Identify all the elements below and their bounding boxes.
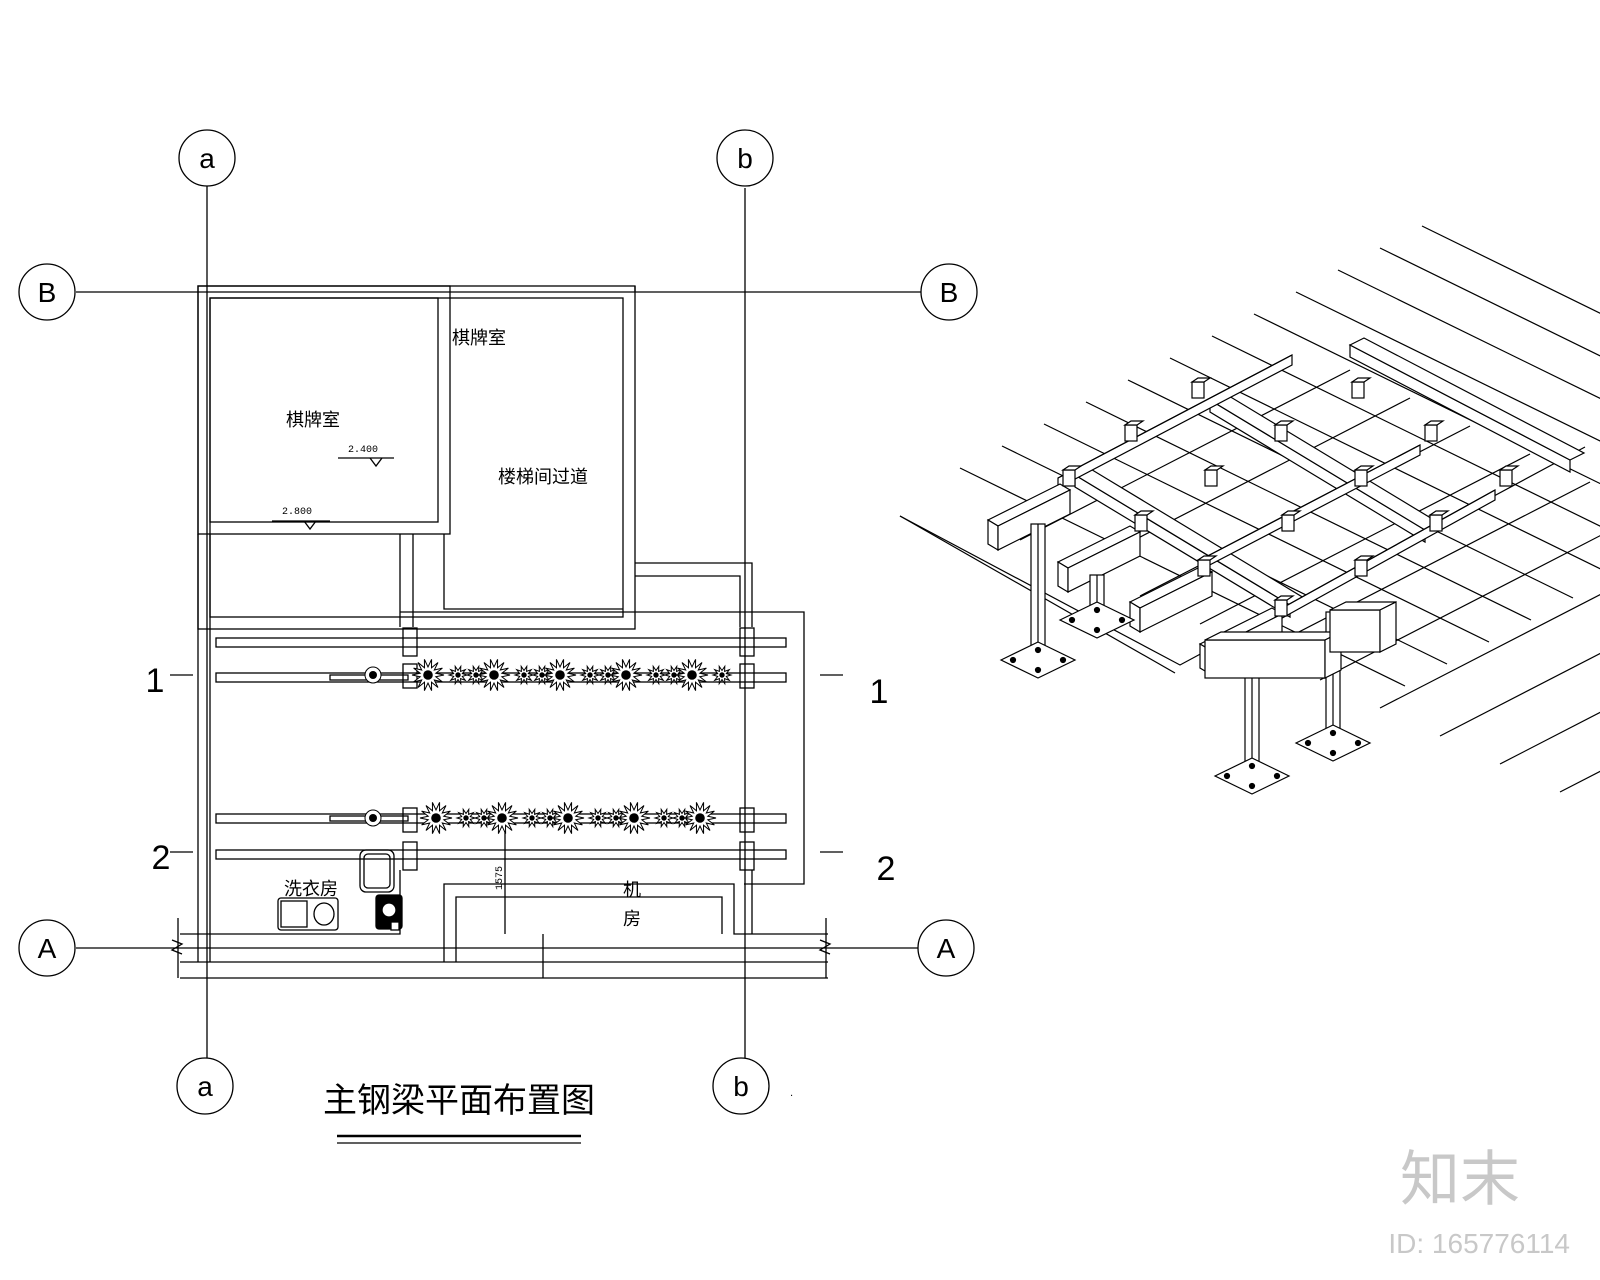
connection-block (1423, 420, 1445, 442)
laundry-fixtures (277, 849, 403, 931)
connection-block (1196, 555, 1218, 577)
cantilever-beam (1056, 525, 1142, 594)
room-label-machine-1: 机 (623, 880, 641, 901)
shrub-symbol (543, 659, 577, 691)
shrub-symbol (513, 664, 535, 686)
connection-block (1061, 465, 1083, 487)
shrub-symbol (675, 659, 709, 691)
shrub-symbol (531, 664, 553, 686)
shrub-symbol (364, 809, 382, 827)
axis-label: a (199, 143, 215, 174)
connection-block (1273, 595, 1295, 617)
room-label-card-room-inner: 棋牌室 (286, 410, 340, 431)
axis-label: B (38, 277, 57, 308)
drawing-title: 主钢梁平面布置图 (323, 1081, 595, 1121)
section-2-left: 2 (152, 839, 171, 877)
watermark-logo: 知末 (1400, 1146, 1520, 1213)
axis-bubble-A-left: A (18, 919, 76, 977)
beam-connection-plates (402, 627, 755, 871)
shrub-symbol (605, 807, 627, 829)
section-1-left: 1 (146, 662, 165, 700)
axis-label: b (733, 1071, 749, 1102)
shrub-symbol (477, 659, 511, 691)
end-beam (1204, 631, 1342, 679)
shrub-symbol (671, 807, 693, 829)
elevation-label: 2.800 (282, 507, 312, 518)
shrub-symbol (411, 659, 445, 691)
shrub-symbol (364, 666, 382, 684)
shrub-symbol (597, 664, 619, 686)
shrub-symbol (587, 807, 609, 829)
cantilever-beam (986, 483, 1072, 552)
shrub-symbol (485, 802, 519, 834)
connection-block (1190, 377, 1212, 399)
axis-bubble-B-left: B (18, 263, 76, 321)
connection-block (1353, 555, 1375, 577)
axis-bubble-b-top: b (716, 129, 774, 187)
section-2-right: 2 (877, 850, 896, 888)
elevation-markers (272, 457, 394, 531)
shrub-symbol (609, 659, 643, 691)
axis-bubble-b-bottom: b (712, 1057, 770, 1115)
axis-label: A (937, 933, 956, 964)
shrub-symbol (617, 802, 651, 834)
shrub-symbol (521, 807, 543, 829)
section-1-right: 1 (870, 673, 889, 711)
shrub-symbol (465, 664, 487, 686)
shrub-symbol (645, 664, 667, 686)
shrub-symbol (683, 802, 717, 834)
corridor-walls (399, 534, 805, 885)
shrub-symbol (711, 664, 733, 686)
steel-column (999, 523, 1077, 679)
room-label-laundry: 洗衣房 (284, 879, 338, 900)
isometric-steel-frame (899, 225, 1600, 795)
steel-column (1058, 574, 1136, 639)
planter-hedge-1 (364, 659, 733, 691)
room-label-machine-2: 房 (623, 909, 641, 930)
axis-bubble-A-right: A (917, 919, 975, 977)
shrub-symbol (579, 664, 601, 686)
elevation-label: 2.400 (348, 445, 378, 456)
connection-block (1350, 377, 1372, 399)
connection-block (1123, 420, 1145, 442)
shrub-symbol (551, 802, 585, 834)
connection-block (1498, 465, 1520, 487)
card-room-walls (197, 285, 636, 630)
room-label-stair-corridor: 楼梯间过道 (498, 467, 588, 488)
shrub-symbol (419, 802, 453, 834)
end-beam (1329, 601, 1397, 653)
axis-bubble-a-top: a (178, 129, 236, 187)
axis-lines (76, 186, 921, 1058)
watermark-id: ID: 165776114 (1388, 1228, 1570, 1259)
steel-beam (1208, 392, 1441, 544)
title-underline (337, 1134, 581, 1144)
shrub-symbol (447, 664, 469, 686)
axis-label: b (737, 143, 753, 174)
connection-block (1280, 510, 1302, 532)
planter-hedge-2 (364, 802, 717, 834)
steel-beam (1348, 337, 1586, 473)
axis-bubble-B-right: B (920, 263, 978, 321)
connection-block (1428, 510, 1450, 532)
dot-mark: . (790, 1088, 793, 1099)
dimension-label: 1575 (495, 866, 506, 890)
section-marker-lines (170, 674, 843, 853)
shrub-symbol (663, 664, 685, 686)
connection-block (1273, 420, 1295, 442)
shrub-symbol (473, 807, 495, 829)
room-label-card-room-outer: 棋牌室 (452, 328, 506, 349)
axis-label: B (940, 277, 959, 308)
shrub-symbol (653, 807, 675, 829)
shrub-symbol (455, 807, 477, 829)
axis-bubble-a-bottom: a (176, 1057, 234, 1115)
lower-walls (170, 534, 832, 979)
axis-label: a (197, 1071, 213, 1102)
connection-block (1353, 465, 1375, 487)
shrub-symbol (539, 807, 561, 829)
connection-block (1203, 465, 1225, 487)
axis-label: A (38, 933, 57, 964)
connection-block (1133, 510, 1155, 532)
